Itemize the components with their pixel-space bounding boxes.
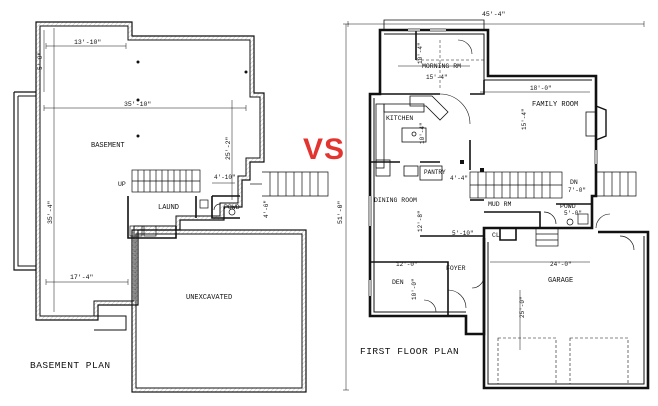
basement-stair bbox=[131, 169, 201, 193]
dim-foyer-w: 5'-10" bbox=[452, 230, 474, 237]
first-floor-stair-dn: DN bbox=[570, 179, 578, 186]
dim-garage-d: 25'-0" bbox=[519, 296, 526, 318]
room-morning-rm: MORNING RM bbox=[422, 63, 462, 70]
room-family-room: FAMILY ROOM bbox=[532, 101, 579, 109]
dim-island: 4'-4" bbox=[450, 175, 469, 182]
dim-powd-w: 5'-0" bbox=[564, 210, 583, 217]
dim-first-overall-width: 45'-4" bbox=[482, 11, 506, 18]
dim-basement-stair2: 4'-6" bbox=[263, 199, 270, 218]
basement-plan-title: BASEMENT PLAN bbox=[30, 360, 111, 371]
vs-separator: VS bbox=[303, 133, 346, 166]
dim-morning-w: 15'-4" bbox=[426, 74, 448, 81]
dim-basement-bottom: 17'-4" bbox=[70, 274, 94, 281]
basement-exterior-stair bbox=[250, 171, 329, 197]
unexcavated-area bbox=[131, 229, 307, 393]
room-mud-rm: MUD RM bbox=[488, 201, 512, 208]
dim-basement-right: 25'-2" bbox=[225, 136, 232, 160]
dim-family-d: 15'-4" bbox=[521, 108, 528, 130]
room-unexcavated: UNEXCAVATED bbox=[186, 294, 233, 302]
room-first-powd: POWD bbox=[560, 203, 576, 210]
first-floor-stair bbox=[469, 171, 563, 199]
dim-morning-d: 10'-4" bbox=[417, 42, 424, 64]
dim-basement-top-left: 5'-0" bbox=[37, 51, 44, 70]
dim-den-w: 12'-0" bbox=[396, 261, 418, 268]
basement-stair-up: UP bbox=[118, 181, 126, 188]
room-dining-room: DINING ROOM bbox=[374, 197, 417, 204]
dim-family-w: 18'-0" bbox=[530, 85, 552, 92]
dim-garage-w: 24'-0" bbox=[550, 261, 572, 268]
first-floor-plan-title: FIRST FLOOR PLAN bbox=[360, 346, 460, 357]
basement-foundation-wall bbox=[35, 21, 265, 321]
dim-kitchen-d: 10'-4" bbox=[419, 122, 426, 144]
dim-basement-depth: 35'-4" bbox=[47, 200, 54, 224]
room-den: DEN bbox=[392, 279, 404, 286]
room-foyer: FOYER bbox=[446, 265, 466, 272]
first-floor-plan bbox=[343, 19, 650, 391]
room-pantry: PANTRY bbox=[424, 169, 446, 176]
room-kitchen: KITCHEN bbox=[386, 115, 414, 122]
basement-plan bbox=[13, 21, 329, 393]
dim-basement-width: 35'-10" bbox=[124, 101, 152, 108]
dim-den-d: 10'-0" bbox=[411, 278, 418, 300]
dim-basement-stair: 4'-10" bbox=[214, 174, 236, 181]
dim-dining-d: 12'-8" bbox=[417, 210, 424, 232]
dim-first-overall-depth: 51'-0" bbox=[337, 200, 344, 224]
room-cl: CL bbox=[492, 232, 500, 239]
dim-basement-top: 13'-10" bbox=[74, 39, 102, 46]
dim-mud: 7'-0" bbox=[568, 187, 587, 194]
room-garage: GARAGE bbox=[548, 277, 574, 285]
room-basement-powd: POWD bbox=[224, 204, 240, 211]
first-floor-exterior-wall bbox=[368, 28, 598, 336]
room-basement: BASEMENT bbox=[91, 142, 125, 150]
room-laund: LAUND bbox=[158, 204, 180, 212]
